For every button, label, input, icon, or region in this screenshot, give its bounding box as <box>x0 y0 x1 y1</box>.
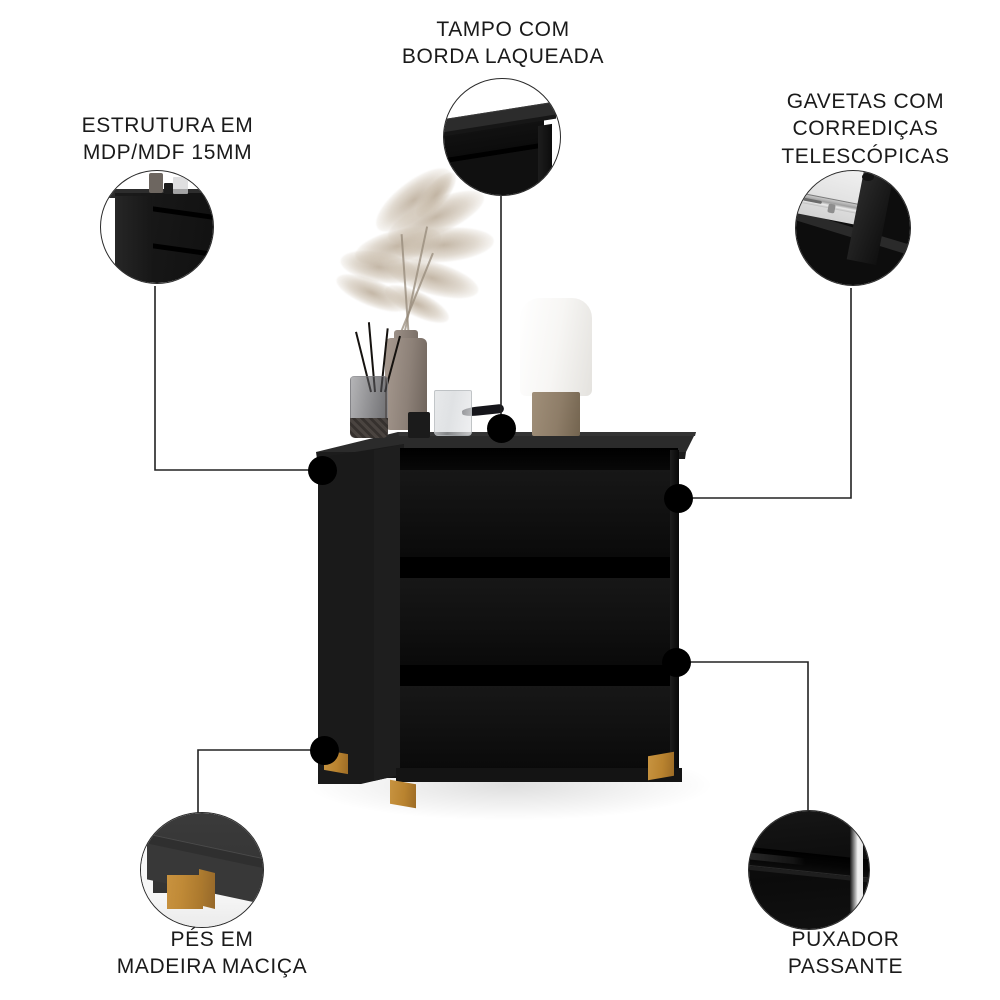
dot-structure <box>308 456 337 485</box>
decor-group <box>330 157 630 440</box>
callout-label-handle: PUXADOR PASSANTE <box>787 928 904 979</box>
detail-bubble-slides[interactable] <box>795 170 911 286</box>
dot-handle <box>662 648 691 677</box>
telescopic-slide-icon <box>796 171 910 285</box>
handle-gap-3 <box>400 666 678 686</box>
diffuser-base-band <box>350 418 388 438</box>
lacquered-top-edge-icon <box>444 79 560 195</box>
product-dresser <box>300 157 720 820</box>
foot-front-left <box>390 779 416 809</box>
wooden-foot-icon <box>141 813 263 927</box>
detail-bubble-handle[interactable] <box>748 810 870 930</box>
table-lamp-base <box>532 392 580 436</box>
dresser-right-edge <box>670 450 679 772</box>
handle-gap-2 <box>400 558 678 578</box>
dot-feet <box>310 736 339 765</box>
callout-label-structure: ESTRUTURA EM MDP/MDF 15MM <box>81 114 254 165</box>
dot-slides <box>664 484 693 513</box>
foot-front-right <box>648 751 674 781</box>
dresser-side-perspective <box>318 444 404 784</box>
drawer-2[interactable] <box>400 578 678 666</box>
detail-bubble-top[interactable] <box>443 78 561 196</box>
callout-label-top: TAMPO COM BORDA LAQUEADA <box>401 18 605 69</box>
detail-bubble-feet[interactable] <box>140 812 264 928</box>
drawer-3[interactable] <box>400 686 678 772</box>
dot-top <box>487 414 516 443</box>
detail-bubble-structure[interactable] <box>100 170 214 284</box>
dresser-plinth <box>396 768 682 782</box>
table-lamp-shade <box>520 298 592 396</box>
dresser-corner-icon <box>101 171 213 283</box>
handle-gap-1 <box>400 448 678 470</box>
recessed-handle-icon <box>749 811 869 929</box>
decor-black-box <box>408 412 430 438</box>
drinking-glass-icon <box>434 390 472 436</box>
callout-label-slides: GAVETAS COM CORREDIÇAS TELESCÓPICAS <box>781 90 950 168</box>
connector-structure <box>154 286 318 471</box>
drawer-1[interactable] <box>400 470 678 558</box>
callout-label-feet: PÉS EM MADEIRA MACIÇA <box>116 928 308 979</box>
